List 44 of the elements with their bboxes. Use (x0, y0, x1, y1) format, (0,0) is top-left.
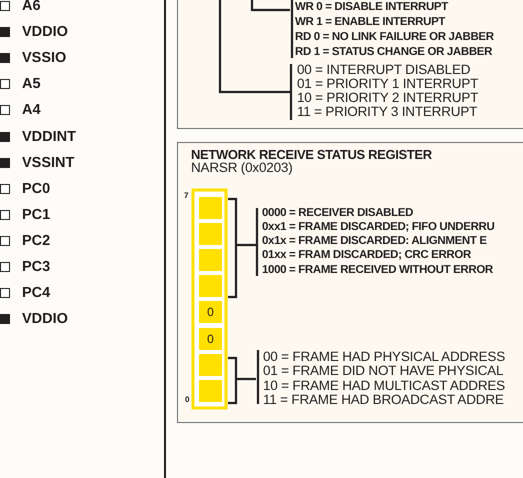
register-panel (177, 0, 523, 129)
bit-definition: 0x1x = FRAME DISCARDED: ALIGNMENT E (262, 236, 487, 248)
bit-definition: RD 0 = NO LINK FAILURE OR JABBER (295, 32, 494, 44)
bit-definition: 10 = PRIORITY 2 INTERRUPT (297, 91, 478, 104)
pin-label: VSSIO (22, 51, 66, 66)
register-bit: 0 (199, 328, 222, 350)
register-bit (199, 249, 222, 272)
register-title: NETWORK RECEIVE STATUS REGISTER (191, 148, 432, 161)
pin-label: VDDINT (22, 130, 76, 144)
bit-definition: 11 = PRIORITY 3 INTERRUPT (297, 105, 478, 118)
bit-definition: WR 0 = DISABLE INTERRUPT (295, 2, 448, 14)
pin-label: PC0 (22, 182, 50, 196)
bit-definition: 0xx1 = FRAME DISCARDED; FIFO UNDERRU (262, 222, 494, 234)
bit-definition: 0000 = RECEIVER DISABLED (262, 208, 414, 220)
bit-number: 7 (184, 192, 188, 200)
pin-label: A5 (22, 77, 41, 92)
pin-label: PC2 (22, 234, 50, 248)
bit-definition: WR 1 = ENABLE INTERRUPT (295, 17, 446, 28)
bit-definition: 1000 = FRAME RECEIVED WITHOUT ERROR (262, 265, 493, 276)
register-bit (199, 223, 222, 246)
bit-definition: 01 = FRAME DID NOT HAVE PHYSICAL (263, 364, 504, 378)
pin-label: VDDIO (22, 312, 68, 327)
register-bit (199, 380, 222, 402)
register-bit (199, 197, 222, 219)
bit-definition: 01xx = FRAM DISCARDED; CRC ERROR (262, 250, 471, 262)
bit-definition: 01 = PRIORITY 1 INTERRUPT (297, 77, 478, 90)
pin-label: PC3 (22, 260, 50, 274)
bit-definition: 11 = FRAME HAD BROADCAST ADDRE (263, 393, 504, 406)
register-bit (199, 354, 222, 376)
bit-definition: 00 = FRAME HAD PHYSICAL ADDRESS (263, 350, 506, 364)
bit-definition: 00 = INTERRUPT DISABLED (297, 63, 470, 76)
register-address: NARSR (0x0203) (191, 161, 292, 174)
pin-label: VDDIO (22, 25, 68, 40)
register-bit: 0 (199, 301, 222, 324)
bit-definition: RD 1 = STATUS CHANGE OR JABBER (295, 47, 492, 58)
pin-label: A4 (22, 103, 41, 118)
bit-number: 0 (185, 396, 190, 404)
register-bit (199, 275, 222, 298)
bit-definition: 10 = FRAME HAD MULTICAST ADDRES (263, 379, 505, 392)
register-panel (177, 142, 523, 423)
pin-label: PC4 (22, 286, 50, 301)
pin-label: VSSINT (22, 156, 74, 170)
pin-label: PC1 (22, 208, 50, 222)
pin-label: A6 (22, 0, 41, 14)
